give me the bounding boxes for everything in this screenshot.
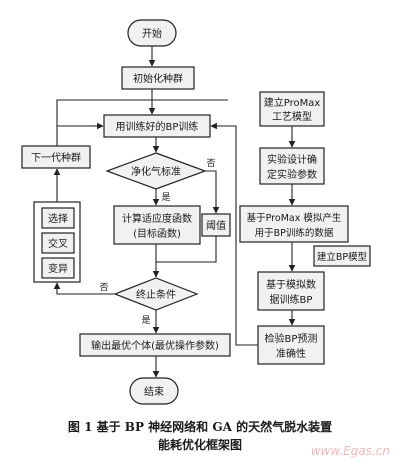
threshold-label: 阈值 bbox=[206, 219, 226, 232]
design-label-2: 定实验参数 bbox=[267, 168, 317, 181]
bp-train-label: 用训练好的BP训练 bbox=[116, 120, 199, 133]
train-label-2: 据训练BP bbox=[270, 293, 313, 306]
yes-label-1: 是 bbox=[161, 192, 170, 203]
no-label-1: 否 bbox=[206, 158, 215, 169]
crossover-label: 交叉 bbox=[48, 237, 68, 250]
output-box bbox=[79, 333, 231, 357]
flow-arrow bbox=[56, 99, 228, 146]
fitness-label-1: 计算适应度函数 bbox=[122, 212, 192, 225]
yes-label-2: 是 bbox=[141, 315, 150, 326]
train-bp-box bbox=[257, 271, 325, 311]
output-label: 输出最优个体(最优操作参数) bbox=[91, 339, 219, 352]
no-label-2: 否 bbox=[99, 282, 108, 293]
design-label-1: 实验设计确 bbox=[267, 153, 317, 166]
build-bp-label: 建立BP模型 bbox=[317, 251, 368, 263]
watermark: www.Egas.cn bbox=[310, 444, 390, 458]
flow-arrow bbox=[205, 170, 220, 214]
select-label: 选择 bbox=[48, 212, 68, 225]
fitness-label-2: (目标函数) bbox=[133, 227, 181, 240]
figure-caption-line2: 能耗优化框架图 bbox=[157, 438, 242, 452]
figure-caption-line1: 图 1 基于 BP 神经网络和 GA 的天然气脱水装置 bbox=[67, 420, 333, 434]
verify-label-2: 准确性 bbox=[276, 347, 306, 360]
mutation-label: 变异 bbox=[48, 262, 68, 275]
experiment-design-box bbox=[259, 147, 325, 185]
flow-arrow bbox=[210, 122, 258, 346]
train-label-1: 基于模拟数 bbox=[266, 278, 316, 291]
promax-label-2: 工艺模型 bbox=[272, 110, 312, 123]
build-bp-box bbox=[313, 245, 371, 267]
data-label-1: 基于ProMax 模拟产生 bbox=[247, 212, 342, 224]
promax-data-box bbox=[239, 205, 349, 243]
end-label: 结束 bbox=[144, 385, 164, 398]
flow-arrow bbox=[53, 282, 115, 295]
flow-arrow bbox=[156, 236, 217, 263]
promax-model-box bbox=[259, 91, 325, 127]
init-population-box bbox=[121, 66, 195, 90]
next-gen-label: 下一代种群 bbox=[31, 151, 81, 164]
data-label-2: 用于BP训练的数据 bbox=[255, 227, 334, 239]
bp-train-box bbox=[103, 114, 211, 138]
verify-label-1: 检验BP预测 bbox=[265, 332, 318, 345]
init-population-label: 初始化种群 bbox=[133, 72, 183, 85]
fitness-box bbox=[113, 205, 201, 245]
start-label: 开始 bbox=[142, 27, 162, 40]
end-terminal bbox=[129, 377, 179, 405]
select-box bbox=[41, 207, 75, 229]
next-generation-box bbox=[21, 145, 91, 169]
stop-condition-label: 终止条件 bbox=[136, 288, 176, 301]
mutation-box bbox=[41, 257, 75, 279]
crossover-box bbox=[41, 232, 75, 254]
verify-bp-box bbox=[257, 325, 325, 365]
gas-standard-label: 净化气标准 bbox=[131, 165, 181, 178]
promax-label-1: 建立ProMax bbox=[264, 96, 321, 109]
